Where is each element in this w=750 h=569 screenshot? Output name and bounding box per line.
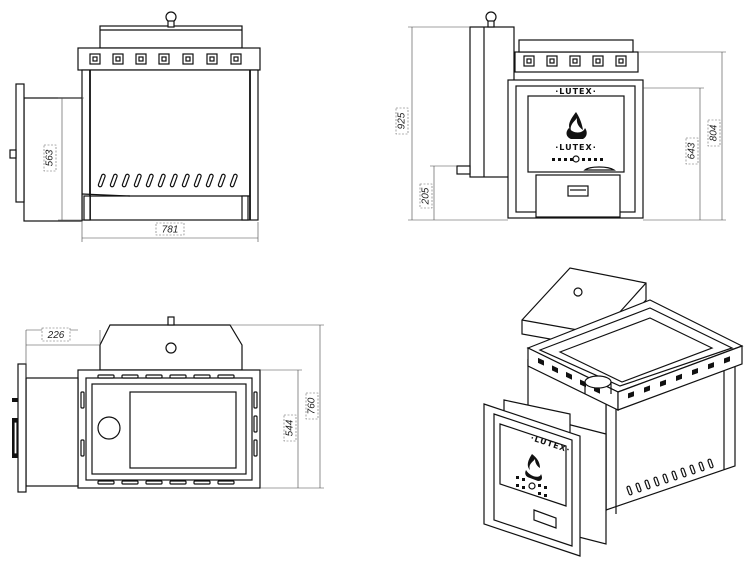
iso-rack-holes xyxy=(538,356,730,399)
dim-205: 205 xyxy=(421,187,432,205)
side-chimney xyxy=(469,26,515,178)
top-door-profile xyxy=(17,363,27,493)
dim-781: 781 xyxy=(162,225,179,236)
side-ash-pan-handle xyxy=(567,185,589,197)
isometric-view: ·LUTEX· xyxy=(483,267,744,557)
iso-chimney-opening xyxy=(584,375,612,389)
front-door-profile xyxy=(15,83,25,203)
dim-226: 226 xyxy=(47,330,65,341)
iso-flame-logo-icon xyxy=(525,454,542,481)
dim-563: 563 xyxy=(45,149,56,166)
dim-925: 925 xyxy=(397,112,408,129)
iso-door-handle xyxy=(533,509,557,529)
side-brand-text-small: ·LUTEX· xyxy=(555,143,596,152)
side-brand-text: ·LUTEX· xyxy=(555,87,596,96)
side-rack-ornaments xyxy=(523,55,627,67)
front-body xyxy=(81,69,259,221)
front-view: 563 781 xyxy=(9,11,261,242)
front-lid xyxy=(99,25,243,49)
side-door-dots xyxy=(552,155,603,163)
top-view: 226 544 760 xyxy=(12,316,324,493)
iso-door-dots xyxy=(516,476,547,497)
flame-logo-icon xyxy=(566,112,587,139)
dim-804: 804 xyxy=(709,124,720,141)
top-rack-slots xyxy=(80,374,258,485)
dim-544: 544 xyxy=(285,419,296,436)
front-rack-ornaments xyxy=(89,53,242,65)
dim-643: 643 xyxy=(687,142,698,159)
side-view: ·LUTEX· ·LUTEX· 925 xyxy=(395,11,726,221)
front-vent-slots xyxy=(97,173,238,188)
dim-760: 760 xyxy=(307,397,318,414)
iso-side-vents xyxy=(626,458,714,496)
top-tunnel xyxy=(25,377,79,487)
top-chimney-opening xyxy=(97,416,121,440)
top-stone-compartment xyxy=(129,391,237,469)
